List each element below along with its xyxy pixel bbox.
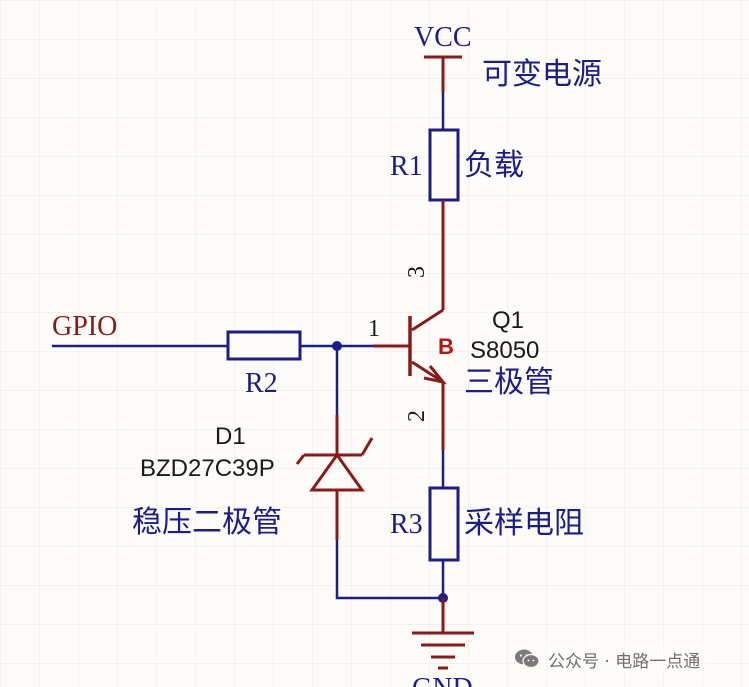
wire-d1-gnd [335, 540, 443, 600]
d1-part-number: BZD27C39P [140, 455, 275, 482]
q1-pin-1-label: 1 [368, 316, 380, 342]
r3-description: 采样电阻 [464, 507, 584, 540]
ground-symbol [412, 598, 474, 670]
wechat-icon [515, 649, 540, 669]
watermark-text: 公众号 · 电路一点通 [548, 651, 701, 672]
watermark: 公众号 · 电路一点通 [508, 644, 707, 674]
q1-part-number: S8050 [470, 337, 539, 364]
resistor-r1 [428, 128, 460, 240]
q1-pin-3-label: 3 [404, 266, 430, 278]
gpio-label: GPIO [52, 311, 117, 342]
vcc-port [424, 55, 462, 92]
zener-diode-d1 [295, 346, 374, 540]
resistor-r2 [226, 330, 337, 361]
d1-label: D1 [215, 423, 246, 450]
r1-description: 负载 [464, 149, 524, 182]
r1-label: R1 [390, 151, 423, 182]
q1-pin-2-label: 2 [404, 410, 430, 422]
q1-description: 三极管 [464, 366, 554, 399]
vcc-label: VCC [414, 22, 472, 53]
r2-label: R2 [245, 368, 278, 399]
q1-base-marker: B [438, 334, 454, 359]
d1-description: 稳压二极管 [132, 506, 282, 539]
q1-label: Q1 [492, 307, 524, 334]
resistor-r3 [428, 486, 460, 598]
r3-label: R3 [390, 509, 423, 540]
transistor-q1 [373, 240, 447, 450]
vcc-description: 可变电源 [482, 58, 602, 91]
gnd-label: GND [412, 673, 473, 687]
